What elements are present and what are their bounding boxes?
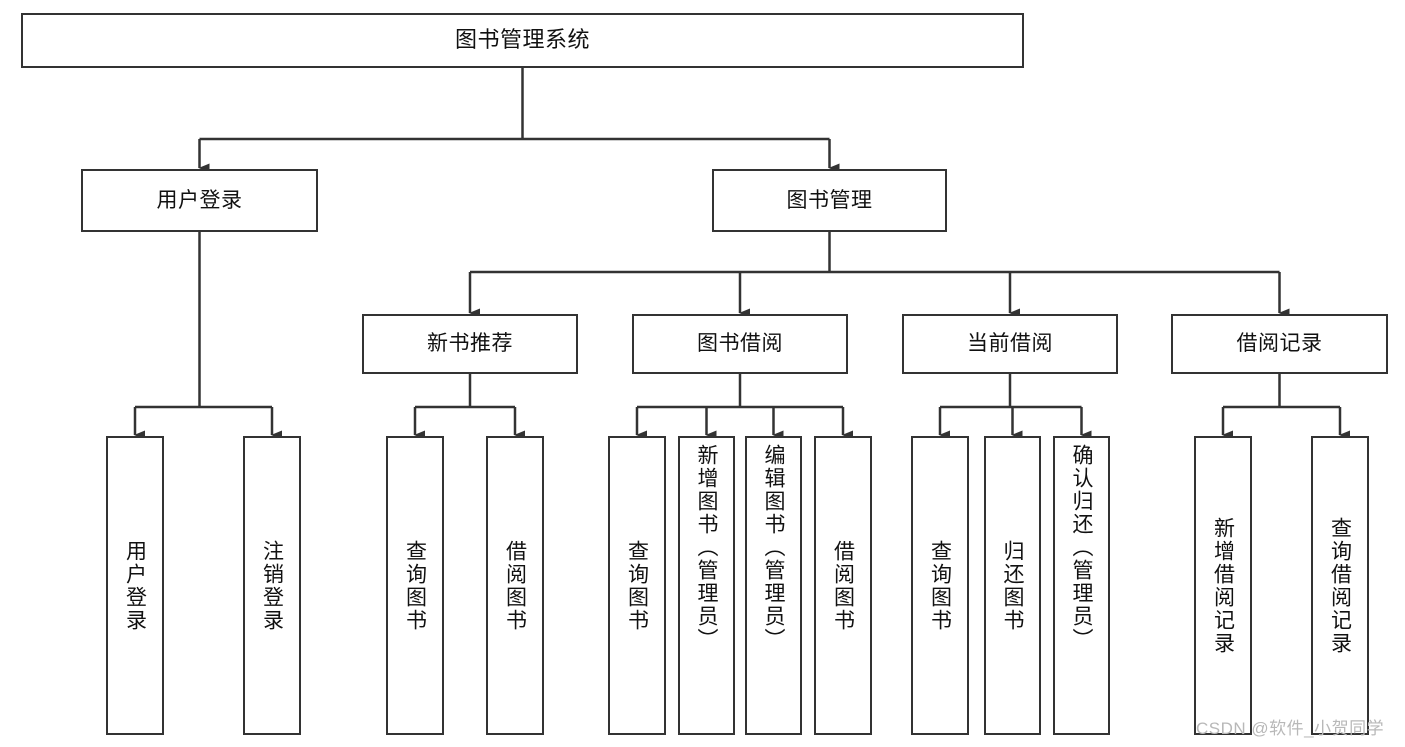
node-label: 查询借阅记录 xyxy=(1328,516,1352,655)
node-label: 新书推荐 xyxy=(427,332,513,356)
node-leaf-add-book-admin[interactable]: 新增图书（管理员） xyxy=(678,436,735,735)
node-leaf-add-borrow-record[interactable]: 新增借阅记录 xyxy=(1194,436,1252,735)
node-label: 当前借阅 xyxy=(967,332,1053,356)
node-user-login[interactable]: 用户登录 xyxy=(81,169,318,232)
node-leaf-confirm-return-admin[interactable]: 确认归还（管理员） xyxy=(1053,436,1110,735)
node-leaf-borrow-book-1[interactable]: 借阅图书 xyxy=(486,436,544,735)
node-label: 新增图书（管理员） xyxy=(695,444,718,651)
node-leaf-query-borrow-record[interactable]: 查询借阅记录 xyxy=(1311,436,1369,735)
node-leaf-user-login[interactable]: 用户登录 xyxy=(106,436,164,735)
node-root[interactable]: 图书管理系统 xyxy=(21,13,1024,68)
watermark: CSDN @软件_小贺同学 xyxy=(1196,719,1385,738)
node-label: 图书借阅 xyxy=(697,332,783,356)
node-leaf-query-book-3[interactable]: 查询图书 xyxy=(911,436,969,735)
node-label: 借阅记录 xyxy=(1236,332,1323,356)
node-label: 注销登录 xyxy=(260,539,284,632)
node-leaf-edit-book-admin[interactable]: 编辑图书（管理员） xyxy=(745,436,802,735)
node-new-book-recommend[interactable]: 新书推荐 xyxy=(362,314,578,374)
node-label: 用户登录 xyxy=(156,188,243,212)
node-borrow-record[interactable]: 借阅记录 xyxy=(1171,314,1388,374)
node-label: 归还图书 xyxy=(1001,539,1024,632)
node-label: 查询图书 xyxy=(625,539,649,632)
edges-group xyxy=(133,68,1350,440)
node-label: 图书管理 xyxy=(786,188,873,212)
node-current-borrow[interactable]: 当前借阅 xyxy=(902,314,1118,374)
node-leaf-query-book-1[interactable]: 查询图书 xyxy=(386,436,444,735)
node-leaf-borrow-book-2[interactable]: 借阅图书 xyxy=(814,436,872,735)
node-label: 借阅图书 xyxy=(503,539,527,632)
node-book-borrow[interactable]: 图书借阅 xyxy=(632,314,848,374)
node-leaf-return-book[interactable]: 归还图书 xyxy=(984,436,1041,735)
node-label: 编辑图书（管理员） xyxy=(762,444,785,651)
node-label: 图书管理系统 xyxy=(454,27,590,53)
node-leaf-query-book-2[interactable]: 查询图书 xyxy=(608,436,666,735)
node-label: 用户登录 xyxy=(123,539,147,632)
node-leaf-logout-login[interactable]: 注销登录 xyxy=(243,436,301,735)
node-label: 新增借阅记录 xyxy=(1211,516,1235,655)
node-label: 确认归还（管理员） xyxy=(1070,444,1093,651)
node-label: 查询图书 xyxy=(403,539,427,632)
node-label: 借阅图书 xyxy=(831,539,855,632)
node-label: 查询图书 xyxy=(928,539,952,632)
node-book-management[interactable]: 图书管理 xyxy=(712,169,947,232)
